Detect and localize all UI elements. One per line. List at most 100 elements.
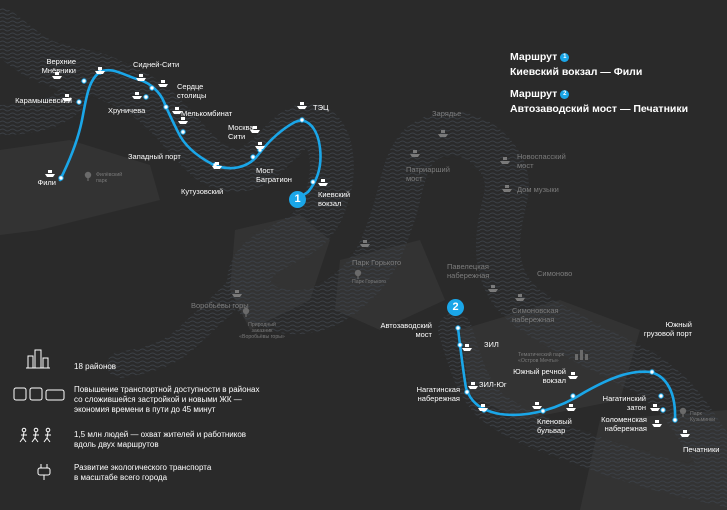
boat-icon: [532, 402, 542, 409]
stop-zapadny: [180, 129, 186, 135]
boat-icon: [515, 294, 525, 301]
label-dom-muzyki: Дом музыки: [517, 185, 559, 194]
stop-melkombinat: [163, 104, 169, 110]
boat-icon: [652, 420, 662, 427]
stop-kievsky: [310, 179, 316, 185]
label-yuzhny-rechnoy: Южный речной вокзал: [513, 367, 566, 385]
route-2-stops[interactable]: [455, 325, 678, 423]
transport-vehicles-icon: [13, 387, 65, 401]
boat-icon: [318, 179, 328, 186]
park-vorobyovy-zakaznik: Природный заказник «Воробьёвы горы»: [239, 322, 285, 340]
boat-icon: [360, 240, 370, 247]
park-filevsky: Филёвский парк: [96, 172, 123, 184]
label-sidney: Сидней-Сити: [133, 60, 180, 69]
boat-icon: [478, 404, 488, 411]
label-melkombinat: Мелькомбинат: [181, 109, 233, 118]
label-simonovskaya: Симоновская набережная: [512, 306, 559, 324]
label-karamyshevsky: Карамышевский: [15, 96, 72, 105]
boat-icon: [212, 162, 222, 169]
fact-eco: Развитие экологического транспорта в мас…: [74, 463, 212, 482]
legend-route-1-prefix: Маршрут: [510, 51, 558, 63]
tree-icon: [679, 407, 687, 417]
boat-icon: [488, 285, 498, 292]
boat-icon: [297, 102, 307, 109]
boat-icon: [650, 404, 660, 411]
boat-icon: [132, 92, 142, 99]
label-yuzhny-gruzovoy: Южный грузовой порт: [643, 320, 692, 338]
label-moskva-siti: Москва- Сити: [228, 123, 257, 141]
boat-icon: [566, 404, 576, 411]
fact-districts: 18 районов: [74, 362, 117, 371]
boat-icon: [438, 130, 448, 137]
label-paveletskaya: Павелецкая набережная: [447, 262, 490, 280]
label-zil-yug: ЗИЛ-Юг: [479, 380, 507, 389]
route-1-marker: 1: [289, 191, 306, 208]
boat-icons: [45, 67, 690, 437]
stop-kolomenskaya: [660, 407, 666, 413]
city-buildings-icon: [26, 349, 50, 369]
castle-icon: [575, 350, 588, 360]
stop-serdce: [149, 85, 155, 91]
tree-icon: [354, 269, 362, 279]
stop-yuzhny-rechnoy: [570, 393, 576, 399]
route-2-marker: 2: [447, 299, 464, 316]
label-nagatinskaya: Нагатинская набережная: [416, 385, 460, 403]
tree-icon: [242, 307, 250, 317]
boat-icon: [52, 72, 62, 79]
legend-route-1-name: Киевский вокзал — Фили: [510, 66, 643, 78]
label-zapadny: Западный порт: [128, 152, 181, 161]
label-most-bagration: Мост Багратион: [256, 166, 292, 184]
stop-fili: [58, 175, 64, 181]
stop-khrunicheva: [143, 94, 149, 100]
tree-icon: [84, 171, 92, 181]
label-zaryadye: Зарядье: [432, 109, 462, 118]
label-kievsky: Киевский вокзал: [318, 190, 351, 208]
stop-zil: [457, 342, 463, 348]
label-zil: ЗИЛ: [484, 340, 499, 349]
boat-icon: [680, 430, 690, 437]
legend-route-2-name: Автозаводский мост — Печатники: [510, 103, 689, 115]
boat-icon: [95, 67, 105, 74]
label-fili: Фили: [37, 178, 56, 187]
label-novospassky: Новоспасский мост: [517, 152, 566, 170]
boat-icon: [250, 126, 260, 133]
fact-people: 1,5 млн людей — охват жителей и работник…: [74, 430, 247, 449]
boat-icon: [158, 80, 168, 87]
park-ostrov-mechty: Тематический парк «Остров Мечты»: [518, 352, 564, 364]
boat-icon: [136, 74, 146, 81]
label-kolomenskaya: Коломенская набережная: [601, 415, 647, 433]
electric-plug-icon: [37, 464, 51, 480]
walking-people-icon: [19, 427, 51, 443]
stop-tec: [299, 117, 305, 123]
boat-icon: [462, 344, 472, 351]
route-1-line: [58, 68, 322, 201]
label-pechatniki: Печатники: [683, 445, 720, 454]
stop-most-bagration: [250, 154, 256, 160]
label-khrunicheva: Хруничева: [108, 106, 146, 115]
legend-route-2-badge: 2: [560, 89, 570, 99]
label-verkhnie: Верхние Мнёвники: [41, 57, 76, 75]
label-simonovo: Симоново: [537, 269, 573, 278]
stop-avtozavodsky: [455, 325, 461, 331]
label-kutuzovsky: Кутузовский: [181, 187, 224, 196]
boat-icon: [410, 150, 420, 157]
park-icons: [84, 171, 687, 417]
boat-icon: [502, 185, 512, 192]
legend-route-1-badge: 1: [560, 52, 570, 62]
boat-icon: [568, 372, 578, 379]
stop-verkhnie: [81, 78, 87, 84]
label-serdce: Сердце столицы: [177, 82, 207, 100]
legend-route-2-prefix: Маршрут: [510, 88, 558, 100]
label-avtozavodsky: Автозаводский мост: [380, 321, 432, 339]
stop-nagatinskaya: [464, 389, 470, 395]
label-park-gorkogo: Парк Горького: [352, 258, 402, 267]
fact-accessibility: Повышение транспортной доступности в рай…: [74, 385, 260, 414]
label-klenovy: Кленовый бульвар: [537, 417, 572, 435]
park-right: Парк Кузьминки: [690, 411, 716, 423]
boat-icon: [62, 94, 72, 101]
label-tec: ТЭЦ: [313, 103, 329, 112]
route-2-line: [456, 326, 677, 422]
boat-icon: [45, 170, 55, 177]
